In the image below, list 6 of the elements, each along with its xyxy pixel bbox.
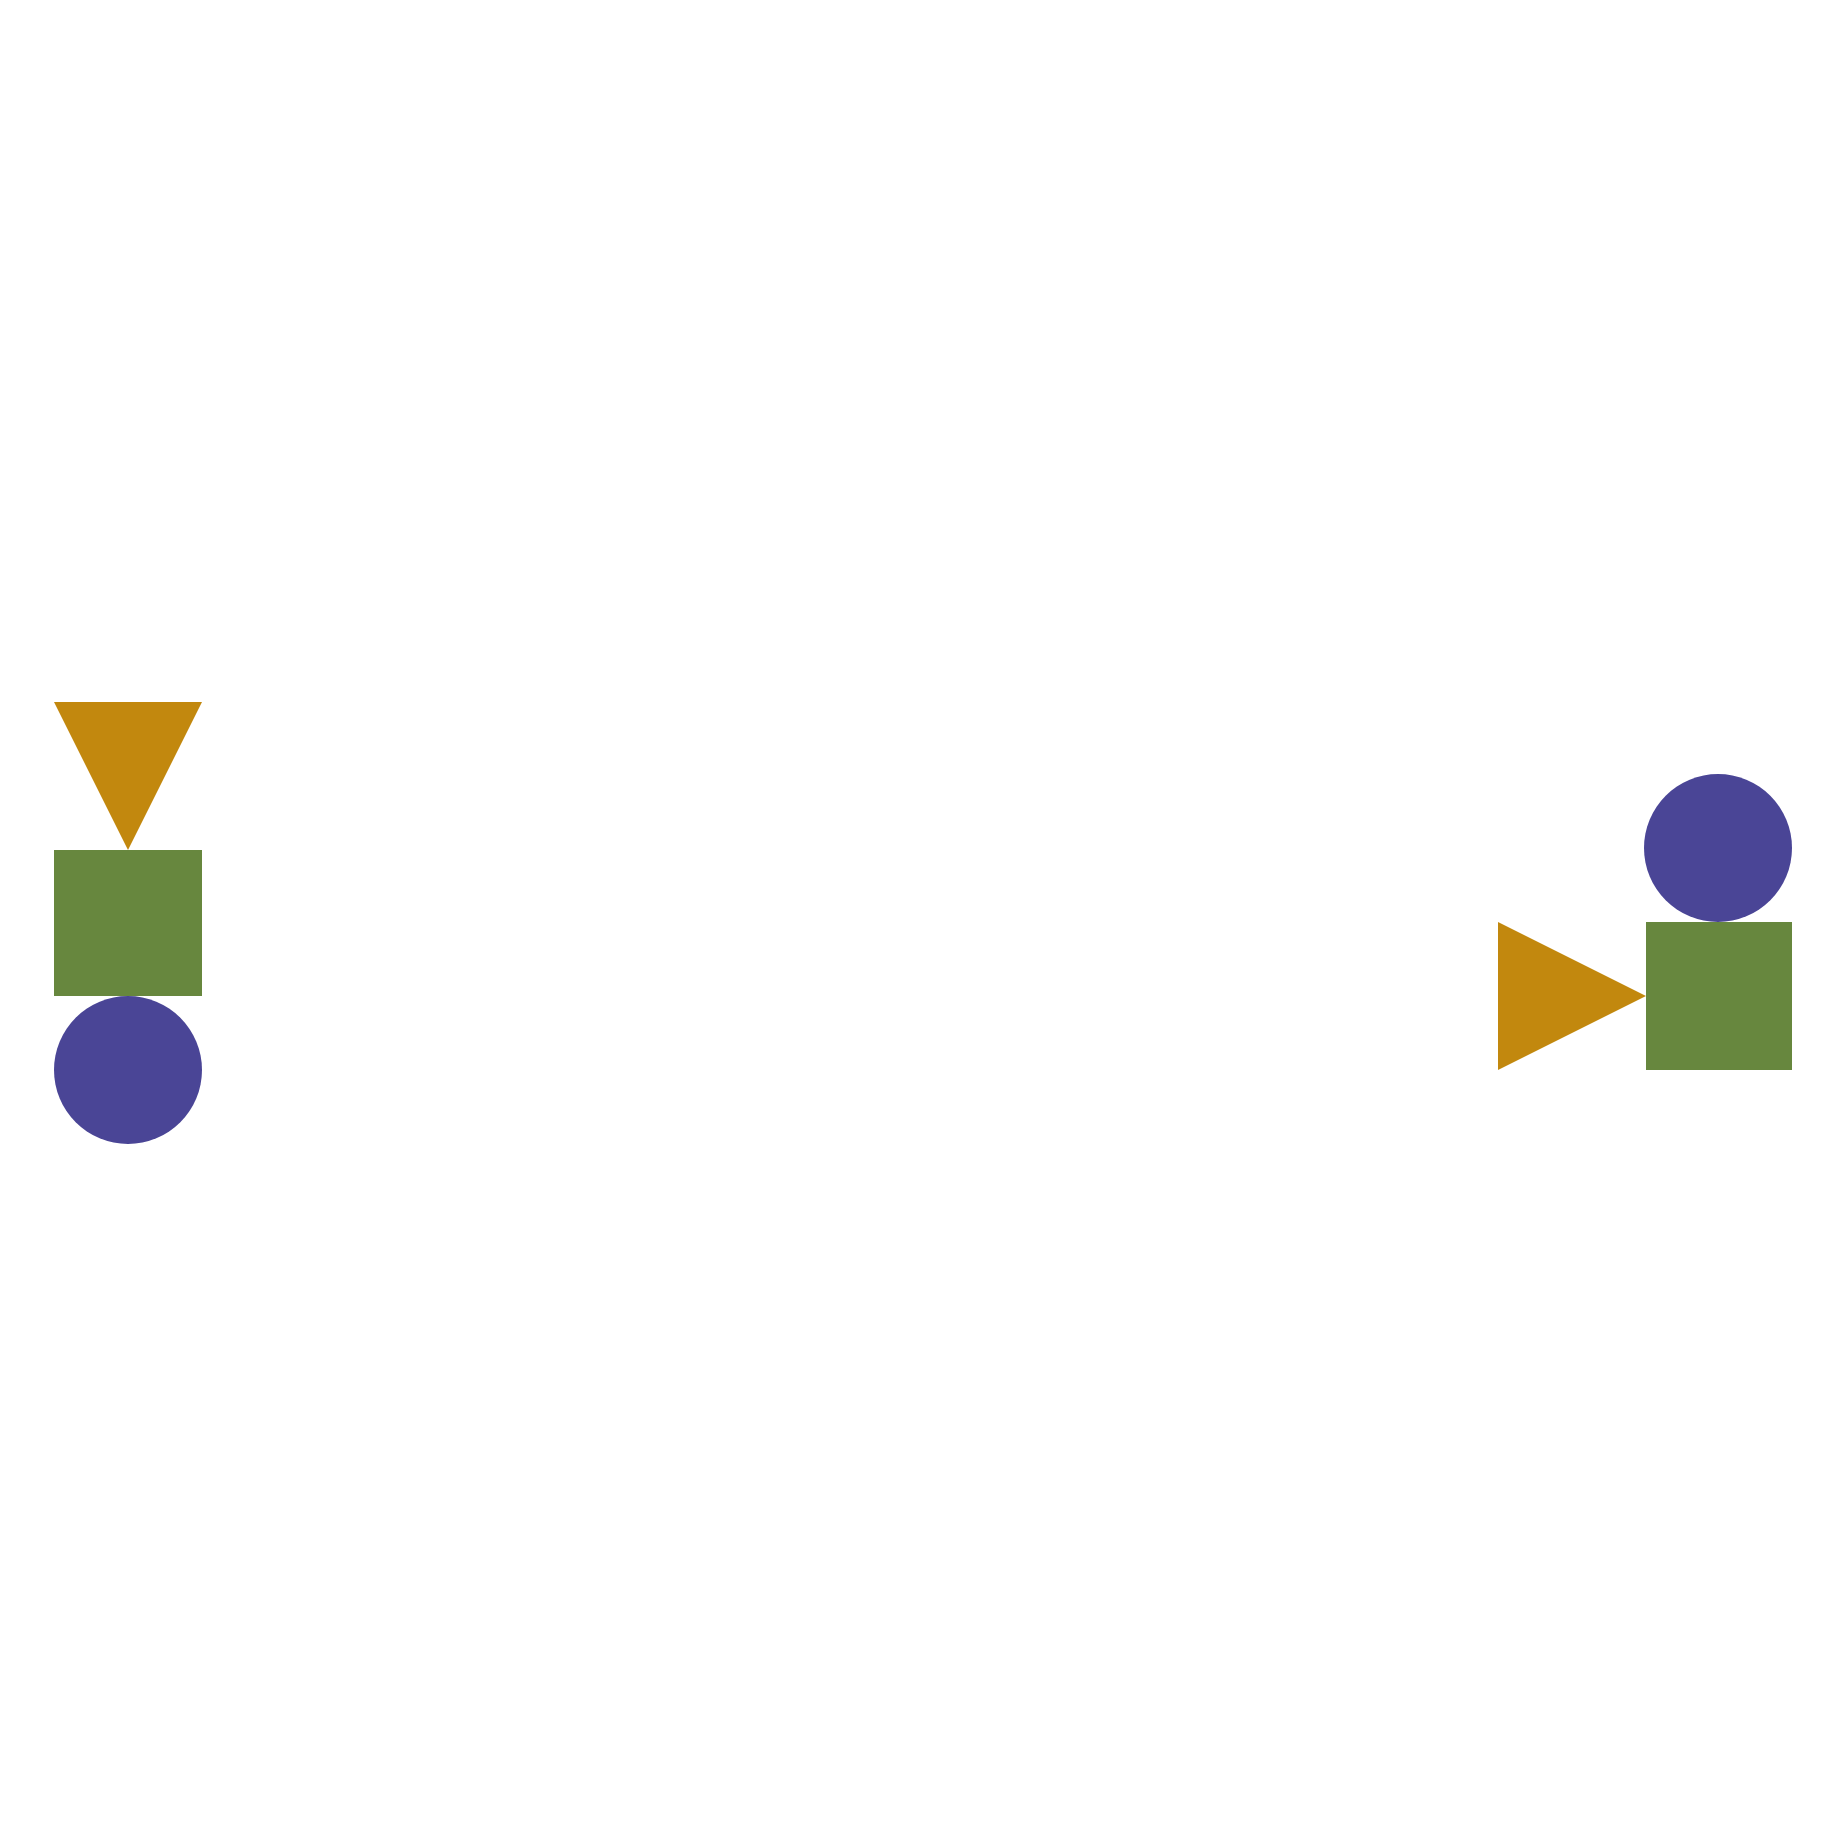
triangle-shape — [1498, 922, 1646, 1070]
box-shape — [1646, 922, 1792, 1070]
circle-shape — [54, 996, 202, 1144]
triangle-shape — [54, 702, 202, 850]
circle-shape — [1644, 774, 1792, 922]
box-shape — [54, 850, 202, 996]
